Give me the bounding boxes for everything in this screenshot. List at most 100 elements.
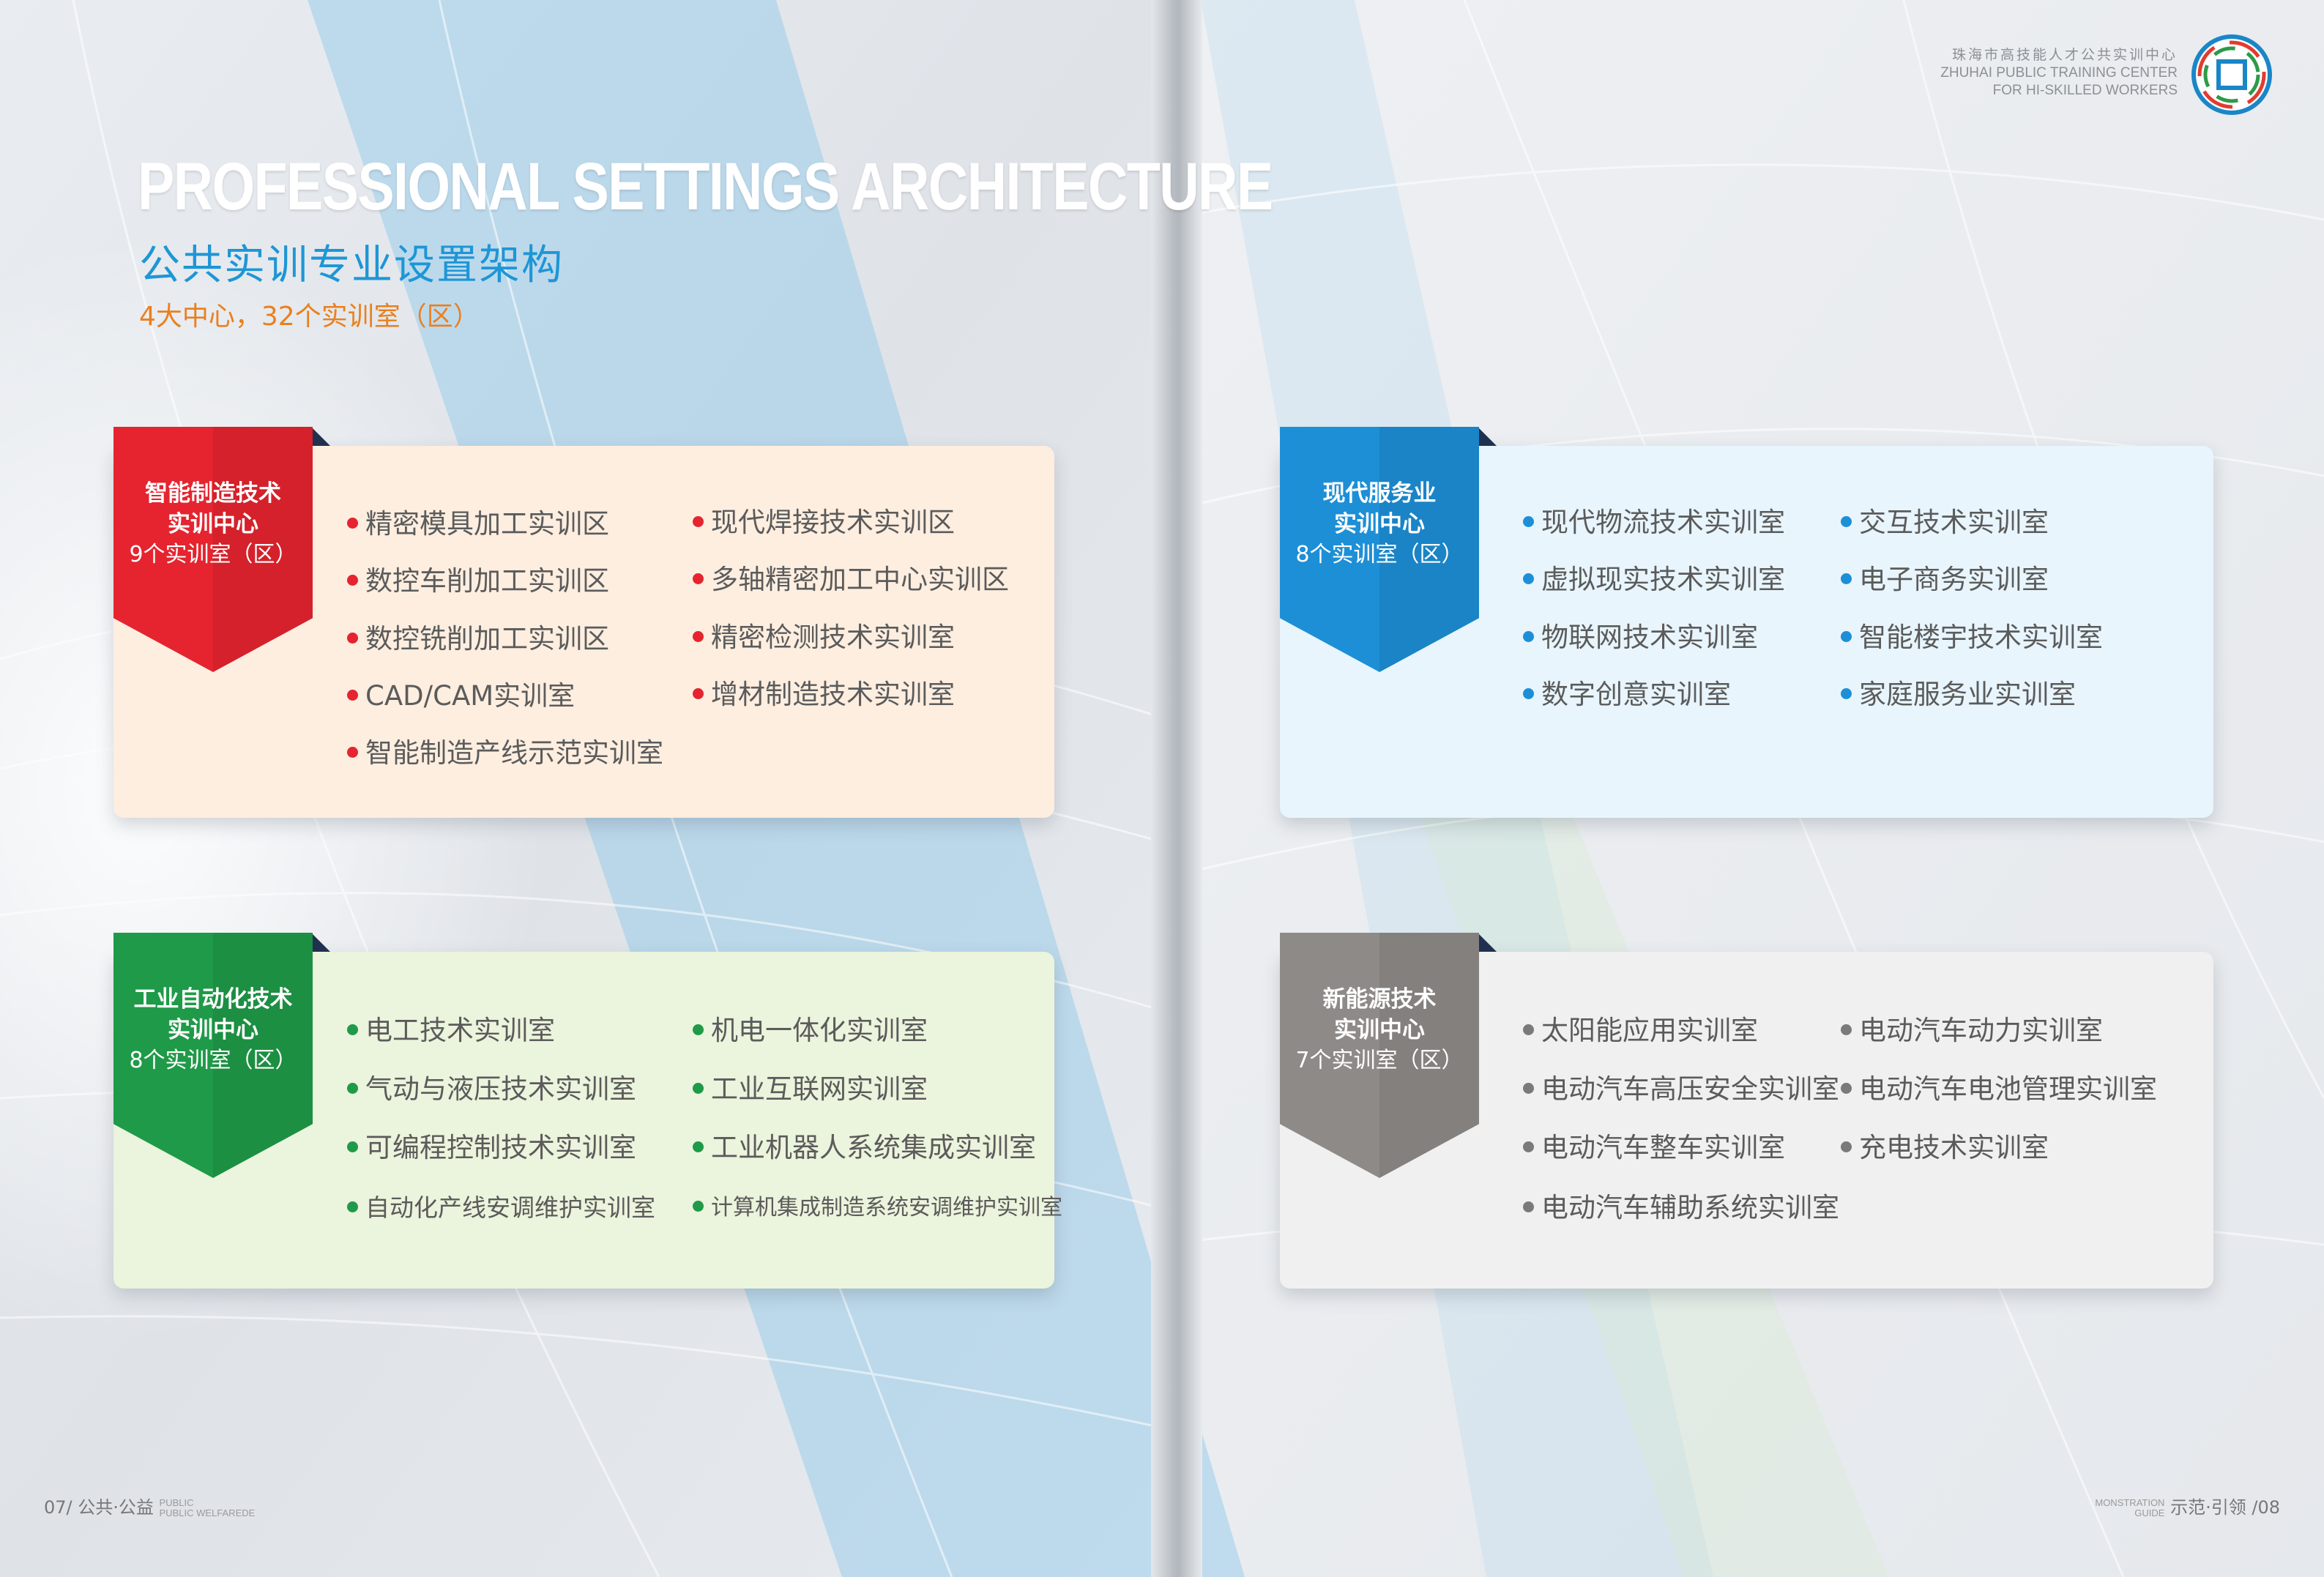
bullet-dot-icon (347, 690, 358, 701)
org-name-en-2: FOR HI-SKILLED WORKERS (1992, 83, 2178, 98)
bullet-dot-icon (1523, 631, 1534, 642)
bullet-dot-icon (347, 1141, 358, 1152)
bullet-dot-icon (1523, 1024, 1534, 1035)
list-item: 电动汽车电池管理实训室 (1841, 1072, 2157, 1107)
center-title-line2: 实训中心 (1334, 1017, 1425, 1043)
center-ribbon-modern-services: 现代服务业 实训中心 8个实训室（区） (1280, 427, 1479, 672)
bullet-dot-icon (1523, 573, 1534, 584)
list-item: 数控车削加工实训区 (347, 564, 609, 599)
bullet-dot-icon (1523, 1201, 1534, 1212)
list-item: 虚拟现实技术实训室 (1523, 562, 1785, 597)
list-item: 电子商务实训室 (1841, 562, 2049, 597)
org-name-cn: 珠海市高技能人才公共实训中心 (1951, 47, 2178, 63)
bullet-dot-icon (347, 575, 358, 586)
bullet-dot-icon (1841, 516, 1852, 527)
org-name: 珠海市高技能人才公共实训中心 ZHUHAI PUBLIC TRAINING CE… (1940, 45, 2178, 100)
bullet-dot-icon (1841, 573, 1852, 584)
list-item: 工业机器人系统集成实训室 (693, 1130, 1036, 1166)
bullet-dot-icon (1523, 688, 1534, 699)
list-item: 太阳能应用实训室 (1523, 1013, 1758, 1048)
list-item: 精密模具加工实训区 (347, 507, 609, 542)
list-item: 交互技术实训室 (1841, 505, 2049, 540)
list-item: 精密检测技术实训室 (693, 620, 955, 655)
bullet-dot-icon (1841, 688, 1852, 699)
bullet-dot-icon (347, 1024, 358, 1035)
list-item: 电动汽车整车实训室 (1523, 1130, 1785, 1166)
ribbon-fold (1478, 933, 1497, 952)
zhuhai-training-center-logo-icon (2191, 34, 2272, 115)
list-item: 数控铣削加工实训区 (347, 622, 609, 657)
list-item: 家庭服务业实训室 (1841, 677, 2076, 712)
list-item: 计算机集成制造系统安调维护实训室 (693, 1190, 1062, 1226)
footer-left-label: 公共·公益 (78, 1497, 154, 1518)
center-room-count: 7个实训室（区） (1295, 1048, 1464, 1073)
bullet-dot-icon (693, 1083, 704, 1094)
bullet-dot-icon (1841, 1141, 1852, 1152)
footer-right-label: 示范·引领 (2170, 1497, 2246, 1518)
list-item: 气动与液压技术实训室 (347, 1072, 636, 1107)
list-item: 智能制造产线示范实训室 (347, 736, 663, 771)
bullet-dot-icon (1841, 1024, 1852, 1035)
center-title-line2: 实训中心 (168, 1017, 258, 1043)
page-number-left: 07/ (44, 1497, 72, 1518)
bullet-dot-icon (693, 1141, 704, 1152)
list-item: 工业互联网实训室 (693, 1072, 928, 1107)
ribbon-fold (1478, 427, 1497, 446)
center-title-line2: 实训中心 (1334, 511, 1425, 537)
list-item: CAD/CAM实训室 (347, 679, 575, 714)
list-item: 现代焊接技术实训区 (693, 505, 955, 540)
bullet-dot-icon (1523, 1083, 1534, 1094)
list-item: 增材制造技术实训室 (693, 677, 955, 712)
bullet-dot-icon (1523, 516, 1534, 527)
title-chinese: 公共实训专业设置架构 (139, 242, 564, 289)
list-item: 自动化产线安调维护实训室 (347, 1190, 655, 1226)
bullet-dot-icon (693, 573, 704, 584)
bullet-dot-icon (347, 747, 358, 758)
list-item: 物联网技术实训室 (1523, 620, 1758, 655)
list-item: 充电技术实训室 (1841, 1130, 2049, 1166)
ribbon-fold (311, 427, 330, 446)
list-item: 电动汽车动力实训室 (1841, 1013, 2103, 1048)
center-title-line1: 工业自动化技术 (133, 986, 293, 1013)
title-english: PROFESSIONAL SETTINGS ARCHITECTURE (138, 149, 1273, 224)
center-room-count: 9个实训室（区） (129, 542, 297, 567)
bullet-dot-icon (693, 1201, 704, 1212)
org-name-en-1: ZHUHAI PUBLIC TRAINING CENTER (1940, 65, 2178, 81)
bullet-dot-icon (693, 688, 704, 699)
center-title-line1: 智能制造技术 (145, 480, 281, 507)
center-title-line2: 实训中心 (168, 511, 258, 537)
list-item: 可编程控制技术实训室 (347, 1130, 636, 1166)
bullet-dot-icon (347, 1201, 358, 1212)
center-ribbon-intelligent-manufacturing: 智能制造技术 实训中心 9个实训室（区） (113, 427, 313, 672)
center-title-line1: 现代服务业 (1322, 480, 1437, 507)
list-item: 电动汽车辅助系统实训室 (1523, 1190, 1839, 1226)
list-item: 数字创意实训室 (1523, 677, 1731, 712)
bullet-dot-icon (693, 516, 704, 527)
center-title-line1: 新能源技术 (1322, 986, 1437, 1013)
list-item: 智能楼宇技术实训室 (1841, 620, 2103, 655)
bullet-dot-icon (693, 631, 704, 642)
list-item: 现代物流技术实训室 (1523, 505, 1785, 540)
bullet-dot-icon (347, 518, 358, 529)
bullet-dot-icon (347, 633, 358, 644)
bullet-dot-icon (1841, 1083, 1852, 1094)
bullet-dot-icon (1841, 631, 1852, 642)
page-number-right: /08 (2252, 1497, 2280, 1518)
subtitle: 4大中心，32个实训室（区） (139, 302, 480, 332)
ribbon-fold (311, 933, 330, 952)
center-room-count: 8个实训室（区） (129, 1048, 297, 1073)
list-item: 电工技术实训室 (347, 1013, 555, 1048)
list-item: 机电一体化实训室 (693, 1013, 928, 1048)
center-room-count: 8个实训室（区） (1295, 542, 1464, 567)
bullet-dot-icon (347, 1083, 358, 1094)
center-ribbon-industrial-automation: 工业自动化技术 实训中心 8个实训室（区） (113, 933, 313, 1178)
list-item: 电动汽车高压安全实训室 (1523, 1072, 1839, 1107)
bullet-dot-icon (693, 1024, 704, 1035)
list-item: 多轴精密加工中心实训区 (693, 562, 1009, 597)
bullet-dot-icon (1523, 1141, 1534, 1152)
